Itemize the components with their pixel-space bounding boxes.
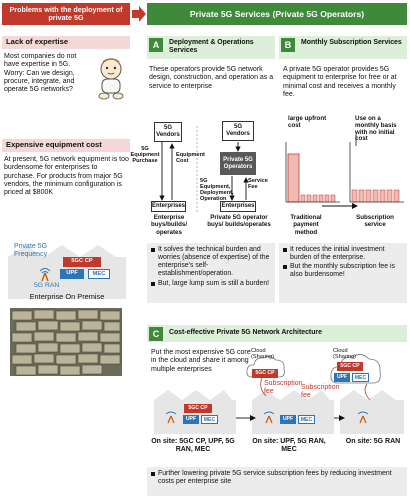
section-c-text: Put the most expensive 5G core in the cl… xyxy=(151,349,251,373)
section-c-letter: C xyxy=(149,326,163,341)
service-fee-label: Service Fee xyxy=(248,178,268,191)
cloud-sharing-label-2: Cloud (Sharing) xyxy=(333,348,357,361)
operator-buys-caption: Private 5G operator buys/ builds/operate… xyxy=(207,214,271,229)
section-a-letter: A xyxy=(149,38,163,52)
site3-antenna-icon xyxy=(357,411,369,424)
section-c-note-1: Further lowering private 5G service subs… xyxy=(151,470,403,486)
site1-antenna-icon xyxy=(165,411,177,424)
section-b-header: B Monthly Subscription Services xyxy=(279,36,407,59)
vendors-left-box: 5G Vendors xyxy=(154,122,182,142)
section-a-title: Deployment & Operations Services xyxy=(169,39,254,55)
section-c-header: C Cost-effective Private 5G Network Arch… xyxy=(147,325,407,342)
site1-mec: MEC xyxy=(201,415,218,424)
site2-upf: UPF xyxy=(280,415,296,424)
baby-icon xyxy=(98,58,124,100)
traditional-payment-caption: Traditional payment method xyxy=(290,214,322,236)
section-b-title: Monthly Subscription Services xyxy=(301,39,402,46)
problems-header-text: Problems with the deployment of private … xyxy=(9,4,123,22)
site1-upf: UPF xyxy=(183,415,199,424)
section-a-notes: It solves the technical burden and worri… xyxy=(147,243,275,303)
enterprise-on-premise-caption: Enterprise On Premise xyxy=(29,292,105,301)
section-a-note-1: It solves the technical burden and worri… xyxy=(151,246,271,279)
subscription-service-caption: Subscription service xyxy=(356,214,394,229)
site2-caption: On site: UPF, 5G RAN, MEC xyxy=(252,438,326,454)
enterprises-left-box: Enterprises xyxy=(151,201,186,212)
site2-antenna-icon xyxy=(263,411,275,424)
section-c-note: Further lowering private 5G service subs… xyxy=(147,467,407,496)
section-a-header: A Deployment & Operations Services xyxy=(147,36,275,59)
payment-comparison-chart xyxy=(285,134,404,209)
cloud-5gc-cp-2: 5GC CP xyxy=(337,362,363,371)
site3-caption: On site: 5G RAN xyxy=(345,438,401,445)
section-b-notes: It reduces the initial investment burden… xyxy=(279,243,407,303)
expensive-cost-title: Expensive equipment cost xyxy=(2,139,130,152)
premise-mec: MEC xyxy=(88,269,110,279)
section-a-note-2: But, large lump sum is still a burden! xyxy=(151,280,271,288)
section-b-note-1: It reduces the initial investment burden… xyxy=(283,246,403,262)
services-header-text: Private 5G Services (Private 5G Operator… xyxy=(189,8,365,19)
equipment-purchase-label: 5G Equipment Purchase xyxy=(130,146,160,165)
lack-expertise-text: Most companies do not have expertise in … xyxy=(4,53,77,93)
large-upfront-cost-label: large upfront cost xyxy=(288,115,327,129)
services-header: Private 5G Services (Private 5G Operator… xyxy=(147,3,407,25)
site1-5gc-cp: 5GC CP xyxy=(184,404,212,413)
problems-header: Problems with the deployment of private … xyxy=(2,3,130,25)
monthly-basis-label: Use on a monthly basis with no initial c… xyxy=(355,115,397,143)
enterprise-buys-caption: Enterprise buys/builds/ operates xyxy=(150,214,188,236)
lack-expertise-title: Lack of expertise xyxy=(2,36,130,49)
subscription-fee-label-2: Subscription fee xyxy=(301,384,340,400)
diagram-a-arrows xyxy=(159,126,249,214)
equipment-cost-label: Equipment Cost xyxy=(176,152,205,165)
premise-5g-ran-label: 5G RAN xyxy=(34,282,60,289)
cloud-upf-2: UPF xyxy=(334,373,350,382)
enterprises-right-box: Enterprises xyxy=(220,201,256,212)
private-5g-operators-box: Private 5G Operators xyxy=(220,152,256,175)
section-b-note-2: But the monthly subscription fee is also… xyxy=(283,263,403,279)
cloud-mec-2: MEC xyxy=(352,373,369,382)
site2-mec: MEC xyxy=(298,415,315,424)
money-stack-image xyxy=(10,308,122,376)
section-b-letter: B xyxy=(281,38,295,52)
cloud-5gc-cp-1: 5GC CP xyxy=(252,369,278,378)
right-arrow-icon xyxy=(132,6,146,22)
premise-antenna-icon xyxy=(39,268,51,282)
subscription-fee-label-1: Subscription fee xyxy=(264,380,303,396)
private-5g-frequency-label: Private 5G Frequency xyxy=(14,243,48,259)
site1-caption: On site: 5GC CP, UPF, 5G RAN, MEC xyxy=(151,438,235,454)
premise-upf: UPF xyxy=(60,269,84,279)
deployment-operation-label: 5G Equipment, Deployment, Operation xyxy=(200,178,234,203)
vendors-right-box: 5G Vendors xyxy=(222,121,254,141)
cloud-sharing-label-1: Cloud (Sharing) xyxy=(251,348,275,361)
expensive-cost-text: At present, 5G network equipment is too … xyxy=(4,156,129,196)
section-b-text: A private 5G operator provides 5G equipm… xyxy=(283,66,397,98)
section-a-text: These operators provide 5G network desig… xyxy=(149,66,274,90)
section-c-title: Cost-effective Private 5G Network Archit… xyxy=(169,329,322,336)
premise-5gc-cp: 5GC CP xyxy=(63,257,101,267)
